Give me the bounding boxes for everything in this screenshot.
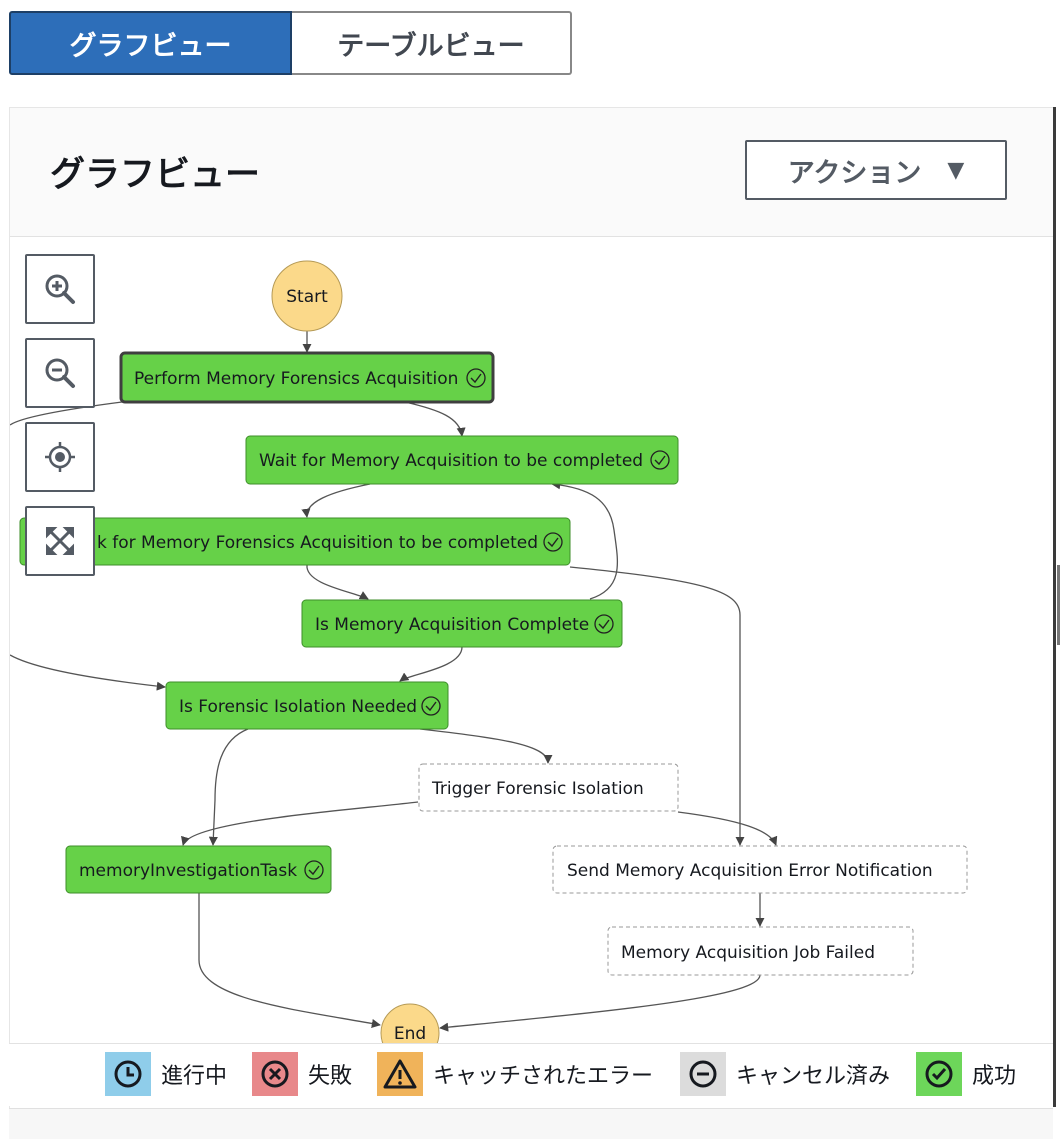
- panel-title: グラフビュー: [50, 155, 261, 195]
- state-node-failed[interactable]: Memory Acquisition Job Failed: [607, 926, 914, 976]
- end-node[interactable]: End: [380, 1003, 440, 1043]
- zoom-out-button[interactable]: [25, 338, 95, 408]
- legend-item-failed: 失敗: [252, 1052, 352, 1096]
- panel-header: グラフビュー アクション ▼: [10, 108, 1054, 237]
- check-circle-icon: [421, 696, 441, 716]
- legend-item-succeeded: 成功: [916, 1052, 1016, 1096]
- fit-icon: [45, 526, 75, 556]
- zoom-in-button[interactable]: [25, 254, 95, 324]
- state-node-investigation[interactable]: memoryInvestigationTask: [65, 845, 332, 894]
- caret-down-icon: ▼: [947, 157, 965, 183]
- legend-label: キャッチされたエラー: [433, 1064, 654, 1089]
- edge-isolation-investigation: [208, 728, 249, 846]
- graph-panel: グラフビュー アクション ▼: [9, 107, 1054, 1108]
- tab-table-view[interactable]: テーブルビュー: [292, 11, 572, 75]
- check-circle-icon: [594, 614, 614, 634]
- edge-check-complete: [306, 564, 369, 600]
- state-label: k for Memory Forensics Acquisition to be…: [97, 533, 538, 553]
- graph-edges: [10, 331, 778, 1032]
- state-node-complete[interactable]: Is Memory Acquisition Complete: [301, 599, 623, 648]
- legend-item-in-progress: 進行中: [105, 1052, 227, 1096]
- state-label: Wait for Memory Acquisition to be comple…: [259, 451, 643, 471]
- x-circle-icon: [252, 1052, 298, 1096]
- legend-item-cancelled: キャンセル済み: [680, 1052, 890, 1096]
- state-label: Perform Memory Forensics Acquisition: [134, 369, 458, 389]
- state-node-trigger[interactable]: Trigger Forensic Isolation: [418, 763, 679, 812]
- edge-complete-wait: [551, 480, 619, 600]
- start-label: Start: [286, 287, 328, 307]
- state-node-wait[interactable]: Wait for Memory Acquisition to be comple…: [245, 435, 679, 485]
- edge-left-isolation: [10, 654, 166, 691]
- center-graph-button[interactable]: [25, 422, 95, 492]
- edge-perform-wait: [404, 401, 466, 437]
- status-legend: 進行中 失敗 キャッチされたエラー キャンセル済み 成功: [9, 1043, 1053, 1106]
- legend-label: 失敗: [308, 1064, 353, 1089]
- view-tabs: グラフビュー テーブルビュー: [9, 11, 572, 75]
- edge-complete-isolation: [399, 646, 463, 682]
- edge-check-notify: [569, 566, 745, 846]
- check-circle-icon: [543, 532, 563, 552]
- edge-wait-check: [301, 483, 371, 518]
- state-label: Memory Acquisition Job Failed: [621, 943, 875, 963]
- actions-label: アクション: [787, 157, 922, 189]
- state-label: Send Memory Acquisition Error Notificati…: [567, 861, 933, 881]
- minus-circle-icon: [680, 1052, 726, 1096]
- graph-canvas[interactable]: Start End Perform Memory Forensics Acqui…: [10, 237, 1053, 1043]
- clock-icon: [105, 1052, 151, 1096]
- edge-trigger-investigation: [181, 801, 419, 846]
- state-label: Is Memory Acquisition Complete: [315, 615, 589, 635]
- check-circle-icon: [304, 860, 324, 880]
- check-circle-icon: [916, 1052, 962, 1096]
- start-node[interactable]: Start: [271, 260, 343, 332]
- fit-to-screen-button[interactable]: [25, 506, 95, 576]
- state-node-isolation-needed[interactable]: Is Forensic Isolation Needed: [165, 681, 449, 730]
- edge-investigation-end: [198, 893, 381, 1028]
- legend-item-caught-error: キャッチされたエラー: [377, 1052, 653, 1096]
- check-circle-icon: [466, 368, 486, 388]
- state-machine-graph: Start End Perform Memory Forensics Acqui…: [10, 260, 968, 1043]
- zoom-out-icon: [45, 358, 75, 388]
- panel-right-border: [1053, 107, 1056, 1107]
- bottom-strip: [9, 1108, 1053, 1139]
- end-label: End: [394, 1024, 426, 1043]
- zoom-in-icon: [45, 274, 75, 304]
- legend-label: 進行中: [161, 1064, 228, 1089]
- warning-icon: [377, 1052, 423, 1096]
- state-label: Trigger Forensic Isolation: [431, 779, 644, 799]
- state-label: memoryInvestigationTask: [79, 861, 297, 881]
- legend-label: 成功: [972, 1064, 1017, 1089]
- center-icon: [45, 442, 75, 472]
- edge-trigger-notify: [677, 811, 778, 846]
- scrollbar-handle[interactable]: [1057, 565, 1060, 645]
- check-circle-icon: [650, 450, 670, 470]
- state-node-check[interactable]: k for Memory Forensics Acquisition to be…: [19, 517, 571, 566]
- state-node-notify[interactable]: Send Memory Acquisition Error Notificati…: [552, 845, 968, 894]
- state-node-perform[interactable]: Perform Memory Forensics Acquisition: [119, 351, 495, 404]
- legend-label: キャンセル済み: [736, 1064, 891, 1089]
- tab-graph-view[interactable]: グラフビュー: [9, 11, 292, 75]
- edge-perform-left: [10, 401, 123, 426]
- state-label: Is Forensic Isolation Needed: [179, 697, 417, 717]
- edge-isolation-trigger: [419, 728, 553, 764]
- edge-failed-end: [439, 974, 761, 1032]
- actions-dropdown-button[interactable]: アクション ▼: [745, 140, 1007, 200]
